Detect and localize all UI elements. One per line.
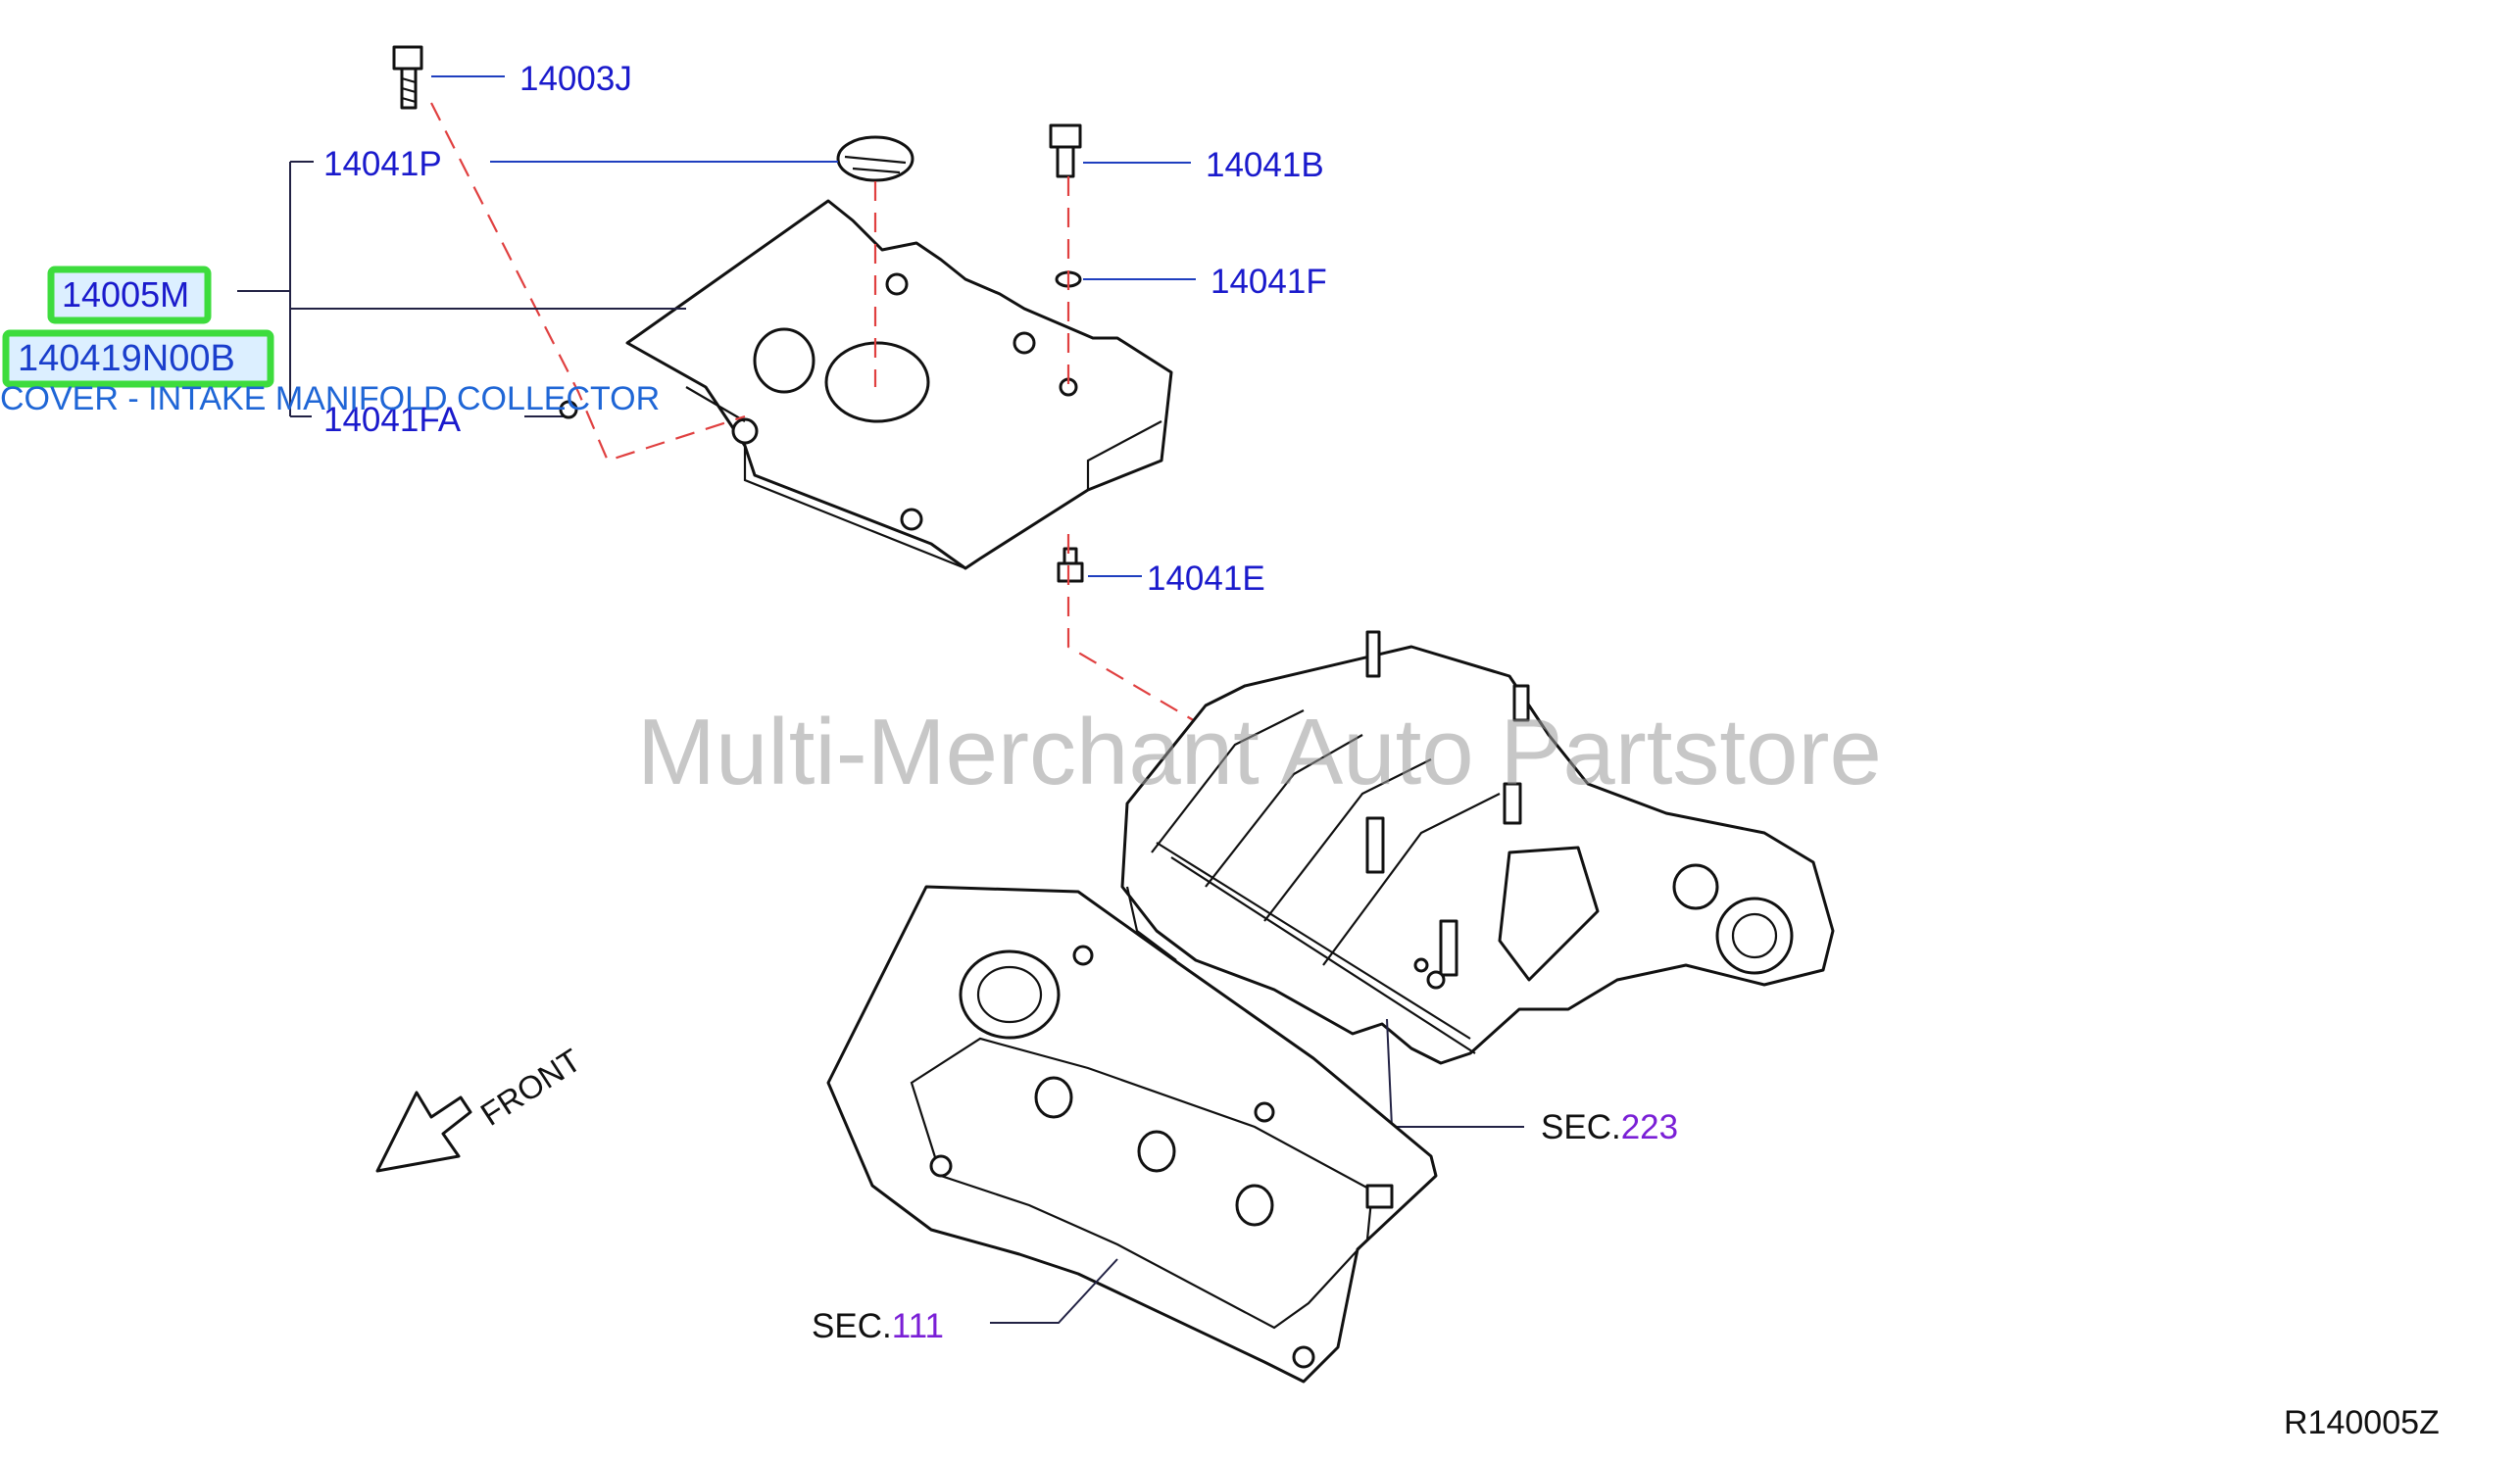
part-14041P[interactable]: 14041P [323, 145, 442, 183]
part-14041F[interactable]: 14041F [1211, 263, 1327, 301]
front-direction-label: FRONT [474, 1042, 587, 1133]
valve-cover-drawing [826, 885, 1438, 1384]
bracket-leaders [237, 161, 686, 417]
intake-manifold-drawing [1120, 630, 1835, 1065]
front-arrow-icon [375, 1091, 472, 1173]
grommet-14041E-drawing [1057, 547, 1084, 583]
bolt-14003J-drawing [392, 45, 423, 110]
sec111-link[interactable]: SEC.111 [812, 1307, 944, 1345]
clip-14041FA-drawing [559, 400, 578, 419]
diagram-code: R140005Z [2284, 1404, 2440, 1441]
part-140419N00B[interactable]: 140419N00B [18, 338, 235, 379]
part-14041FA[interactable]: 14041FA [323, 401, 462, 439]
part-14041B[interactable]: 14041B [1206, 146, 1324, 184]
part-description: COVER - INTAKE MANIFOLD COLLECTOR [0, 380, 660, 417]
watermark-text: Multi-Merchant Auto Partstore [637, 700, 1882, 804]
dash-14003J [430, 102, 746, 462]
leader-sec111 [990, 1258, 1118, 1324]
bolt-14041B-drawing [1049, 123, 1082, 178]
sec223-link[interactable]: SEC.223 [1541, 1108, 1678, 1146]
part-14041E[interactable]: 14041E [1147, 559, 1265, 598]
part-14005M[interactable]: 14005M [62, 274, 189, 315]
part-14003J[interactable]: 14003J [519, 60, 632, 98]
highlight-14005M [47, 266, 212, 324]
highlight-140419N00B [2, 329, 274, 388]
intake-manifold-cover-drawing [625, 199, 1173, 570]
cap-14041P-drawing [836, 135, 914, 182]
dash-14041E [1066, 534, 1433, 980]
